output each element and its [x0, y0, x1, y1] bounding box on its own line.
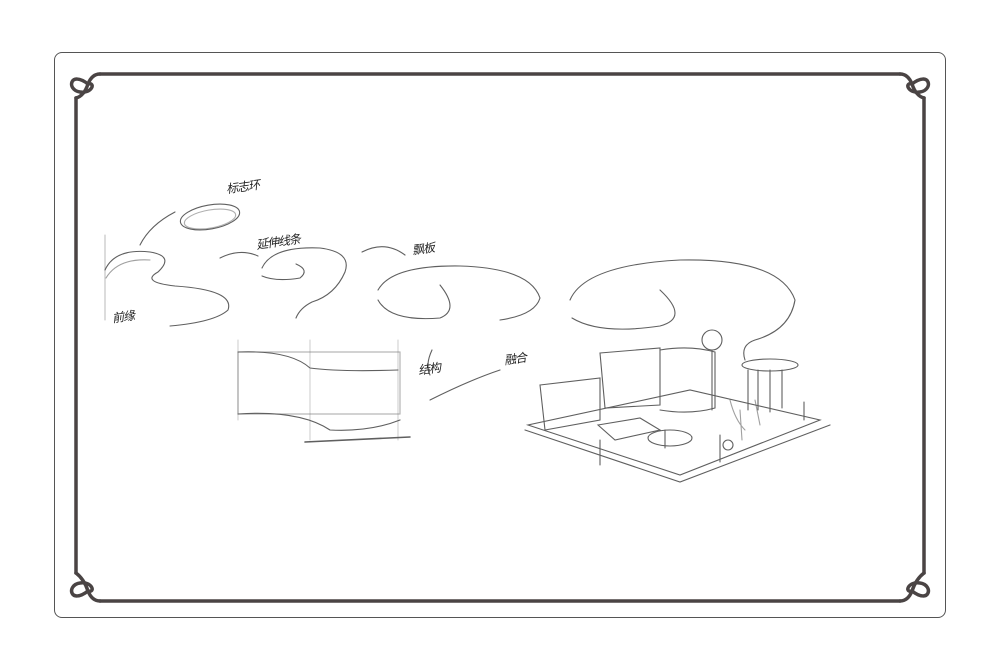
label-structure: 结构 [417, 360, 441, 378]
label-fusion: 融合 [503, 350, 527, 368]
label-floating-board: 飘板 [411, 240, 435, 258]
label-front-edge: 前缘 [111, 308, 135, 326]
sketch-strokes [104, 203, 831, 483]
outer-frame [54, 52, 946, 618]
ornate-frame [69, 72, 931, 603]
